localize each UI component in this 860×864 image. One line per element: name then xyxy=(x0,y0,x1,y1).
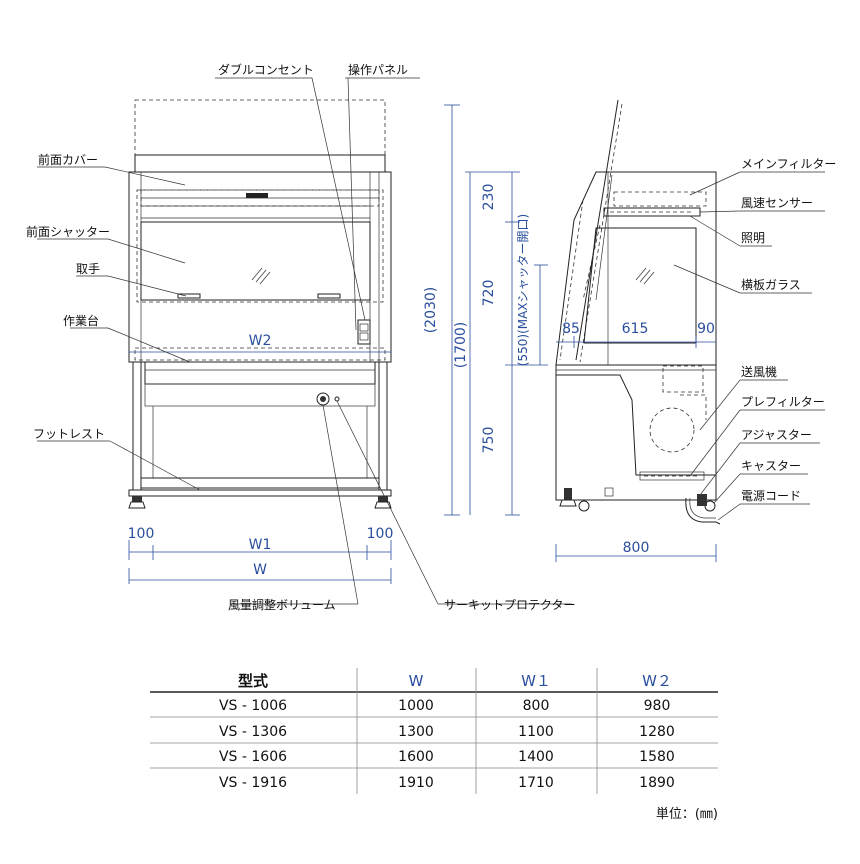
dim-w1: W1 xyxy=(249,537,272,553)
front-work-table xyxy=(144,361,376,385)
front-view xyxy=(128,99,392,509)
table-cell: 1100 xyxy=(518,724,554,740)
front-control-panel xyxy=(357,319,371,345)
label-adjuster: アジャスター xyxy=(741,428,812,442)
table-header-model: 型式 xyxy=(238,672,268,690)
dim-shutter-open: (550)(MAXシャッター開口) xyxy=(516,214,530,366)
table-cell: 1890 xyxy=(639,775,675,791)
front-hood-dashed xyxy=(134,99,386,156)
label-work-table: 作業台 xyxy=(63,313,99,328)
side-lower-body xyxy=(555,364,717,501)
label-side-glass: 横板ガラス xyxy=(741,278,801,292)
label-handle: 取手 xyxy=(76,262,100,276)
table-header-w2: W２ xyxy=(642,672,672,690)
label-power-cord: 電源コード xyxy=(741,489,801,503)
side-blower xyxy=(649,407,695,453)
front-light-fixture xyxy=(246,193,268,198)
label-air-speed-sensor: 風速センサー xyxy=(741,196,813,210)
side-leaders xyxy=(673,171,825,521)
dim-h-bottom: 750 xyxy=(481,427,497,454)
dim-w2: W2 xyxy=(249,333,272,349)
side-pre-filter xyxy=(639,471,705,481)
table-cell: 1600 xyxy=(398,749,434,765)
front-leaders xyxy=(37,77,572,605)
side-dimensions: 85 615 90 800 xyxy=(555,321,717,562)
table-cell: 1910 xyxy=(398,775,434,791)
label-circuit-protector: サーキットプロテクター xyxy=(444,598,576,612)
table-cell: 1280 xyxy=(639,724,675,740)
label-control-panel: 操作パネル xyxy=(348,62,408,77)
table-cell: VS - 1306 xyxy=(219,724,287,740)
table-cell: VS - 1006 xyxy=(219,698,287,714)
table-cell: 1580 xyxy=(639,749,675,765)
dim-depth: 800 xyxy=(623,540,650,556)
table-header-w: W xyxy=(409,672,424,690)
front-handle-left xyxy=(177,293,201,299)
spec-table: 型式 W W１ W２ VS - 1006 1000 800 980 VS - 1… xyxy=(150,668,718,822)
side-main-filter xyxy=(613,191,707,207)
table-unit: 単位：(㎜) xyxy=(656,806,718,822)
vertical-dimensions: (2030) (1700) 230 720 750 (550)(MAXシャッター… xyxy=(423,104,548,516)
table-cell: 980 xyxy=(644,698,671,714)
dim-d-mid: 615 xyxy=(622,321,649,337)
dim-left-margin: 100 xyxy=(128,526,155,542)
table-cell: VS - 1606 xyxy=(219,749,287,765)
label-double-outlet: ダブルコンセント xyxy=(218,62,314,77)
dim-h-mid: 720 xyxy=(481,280,497,307)
label-front-cover: 前面カバー xyxy=(38,152,98,167)
label-foot-rest: フットレスト xyxy=(33,427,105,441)
dim-d-back: 90 xyxy=(697,321,715,337)
dim-total-height: (2030) xyxy=(423,287,439,334)
table-cell: 800 xyxy=(523,698,550,714)
table-header-w1: W１ xyxy=(521,672,551,690)
label-front-shutter: 前面シャッター xyxy=(26,224,110,239)
table-cell: 1000 xyxy=(398,698,434,714)
dim-w: W xyxy=(253,562,267,578)
front-dimensions: W2 100 W1 100 W xyxy=(128,333,394,584)
front-handle-right xyxy=(317,293,341,299)
table-cell: 1710 xyxy=(518,775,554,791)
front-top-cap xyxy=(134,154,386,173)
label-blower: 送風機 xyxy=(741,364,777,379)
front-circuit-protector xyxy=(334,396,340,402)
side-power-cord xyxy=(685,497,721,525)
dim-d-front: 85 xyxy=(562,321,580,337)
label-main-filter: メインフィルター xyxy=(741,157,836,171)
label-caster: キャスター xyxy=(741,459,801,473)
front-foot-rest xyxy=(140,477,380,489)
label-air-volume-knob: 風量調整ボリューム xyxy=(228,597,336,612)
dim-body-height: (1700) xyxy=(453,322,469,369)
table-cell: VS - 1916 xyxy=(219,775,287,791)
table-cell: 1400 xyxy=(518,749,554,765)
dim-right-margin: 100 xyxy=(367,526,394,542)
table-cell: 1300 xyxy=(398,724,434,740)
side-view xyxy=(555,99,721,525)
label-pre-filter: プレフィルター xyxy=(741,395,825,409)
dim-h-top: 230 xyxy=(481,184,497,211)
front-shutter-panel xyxy=(140,221,371,301)
label-lighting: 照明 xyxy=(741,231,765,245)
